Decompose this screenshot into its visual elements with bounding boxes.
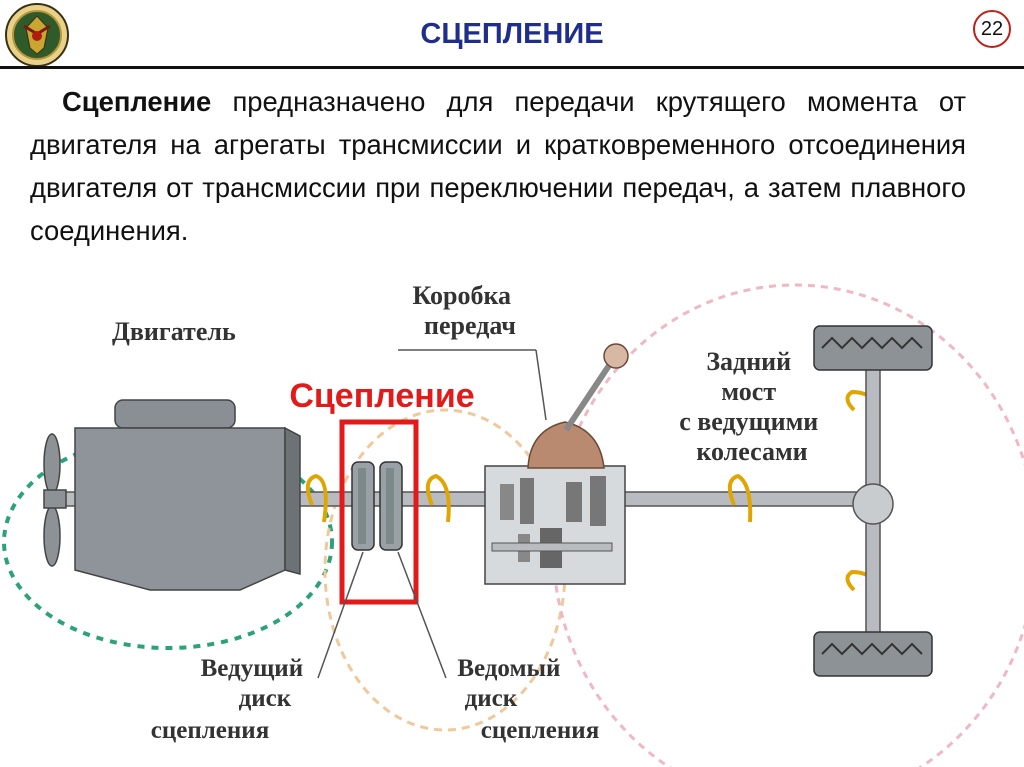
driving-disc-label-line: сцепления [151,717,269,744]
intro-text: предназначено для передачи крутящего мом… [30,86,966,246]
gearbox-label-line: передач [424,311,516,340]
rear-axle-label-line: мост [721,377,776,406]
clutch-label: Сцепление [289,377,474,415]
coat-of-arms-icon [5,3,69,67]
page-title: СЦЕПЛЕНИЕ [420,18,604,50]
driving-disc-label-line: диск [239,685,292,712]
fan-icon [43,433,67,567]
driving-disc-label: Ведущий диск сцепления [151,655,310,744]
clutch-highlight [339,419,419,605]
gearbox [484,343,629,585]
driven-disc-label-line: сцепления [481,717,599,744]
engine-label: Двигатель [112,317,236,346]
rear-axle-label-line: с ведущими [679,407,818,436]
header-divider [0,66,1024,69]
rear-axle-label: Задний мост с ведущими колесами [679,347,825,466]
driven-disc-label-line: диск [465,685,518,712]
intro-paragraph: Сцепление предназначено для передачи кру… [30,80,966,252]
page-number-badge: 22 [973,10,1011,48]
driven-disc-label: Ведомый диск сцепления [457,655,599,744]
driving-disc-label-line: Ведущий [201,655,304,682]
rear-axle [813,325,933,677]
transmission-diagram: Двигатель Коробка передач Сцепление Задн… [2,281,1024,767]
engine-block [74,399,301,591]
gearbox-label: Коробка передач [412,281,517,340]
gearbox-label-line: Коробка [412,281,511,310]
clutch-discs [351,461,403,551]
engine-zone [2,434,334,650]
intro-term: Сцепление [62,86,212,117]
leader-lines [317,349,547,679]
driven-disc-label-line: Ведомый [457,655,560,682]
rear-axle-label-line: колесами [696,437,807,466]
rear-axle-label-line: Задний [706,347,791,376]
